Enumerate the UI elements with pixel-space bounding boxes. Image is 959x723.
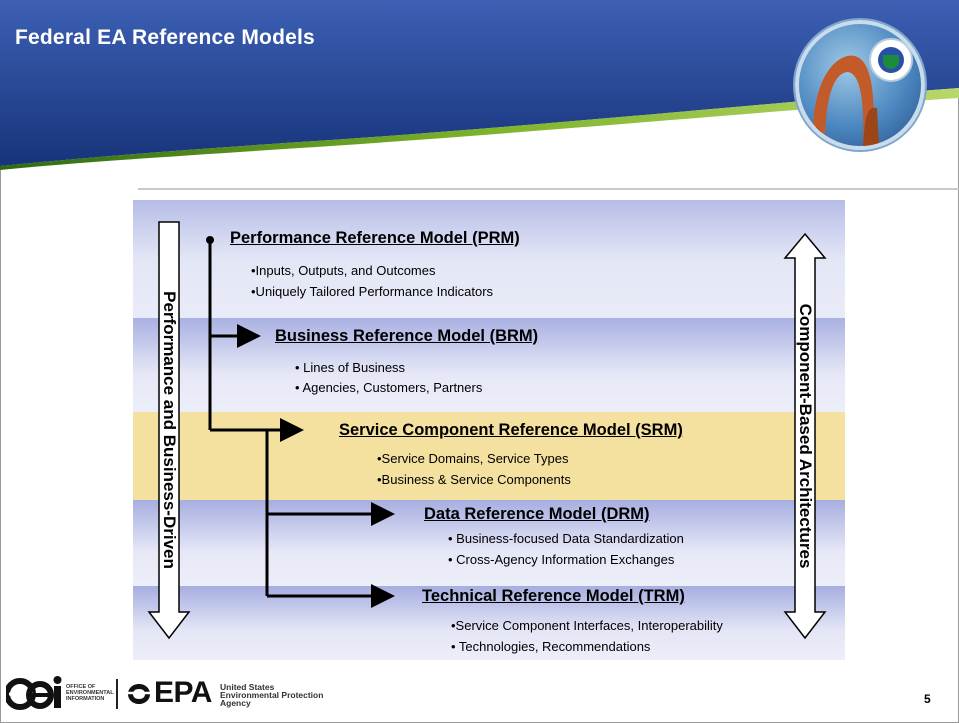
epa-logo-icon [127,684,151,704]
epa-agency-line: Agency [220,698,251,708]
reference-models-diagram: Performance and Business-Driven Componen… [133,200,845,660]
footer-separator [116,679,118,709]
prm-title: Performance Reference Model (PRM) [230,229,520,247]
slide-header: Federal EA Reference Models [0,0,959,190]
brm-bullet: • Lines of Business [295,360,406,375]
connector-arrows [147,221,827,640]
band-trm [133,586,845,660]
header-banner [0,0,959,170]
drm-bullet: • Business-focused Data Standardization [448,531,684,546]
oei-logo-text: OFFICE OF ENVIRONMENTAL INFORMATION [66,684,114,702]
band-srm [133,412,845,500]
slide-title: Federal EA Reference Models [15,26,315,49]
srm-title: Service Component Reference Model (SRM) [339,421,683,439]
srm-bullet: •Service Domains, Service Types [377,451,569,466]
prm-bullet: •Uniquely Tailored Performance Indicator… [251,284,494,299]
slide-footer: OFFICE OF ENVIRONMENTAL INFORMATION EPA … [0,662,959,723]
arch-seal-icon [795,20,925,150]
page-number: 5 [924,692,931,706]
left-axis-arrow [147,221,191,640]
band-drm [133,500,845,586]
epa-seal-badge [869,38,913,82]
oei-logo-icon [6,676,62,710]
epa-leaf-icon [883,55,899,69]
epa-agency-line: Environmental Protection [220,690,324,700]
right-axis-arrow [783,232,827,640]
trm-bullet: •Service Component Interfaces, Interoper… [451,618,723,633]
drm-bullet: • Cross-Agency Information Exchanges [448,552,675,567]
right-axis-label: Component-Based Architectures [796,303,815,569]
drm-title: Data Reference Model (DRM) [424,505,650,523]
epa-agency-line: United States [220,682,275,692]
prm-bullet: •Inputs, Outputs, and Outcomes [251,263,436,278]
epa-wordmark: EPA [154,676,212,709]
trm-bullet: • Technologies, Recommendations [451,639,651,654]
srm-bullet: •Business & Service Components [377,472,571,487]
band-prm [133,200,845,318]
brm-bullet: • Agencies, Customers, Partners [295,380,483,395]
arch-image [807,55,879,146]
left-axis-label: Performance and Business-Driven [160,291,179,569]
epa-agency-text: United States Environmental Protection A… [220,682,324,708]
brm-title: Business Reference Model (BRM) [275,327,539,345]
header-divider [138,188,959,190]
trm-title: Technical Reference Model (TRM) [422,587,685,605]
